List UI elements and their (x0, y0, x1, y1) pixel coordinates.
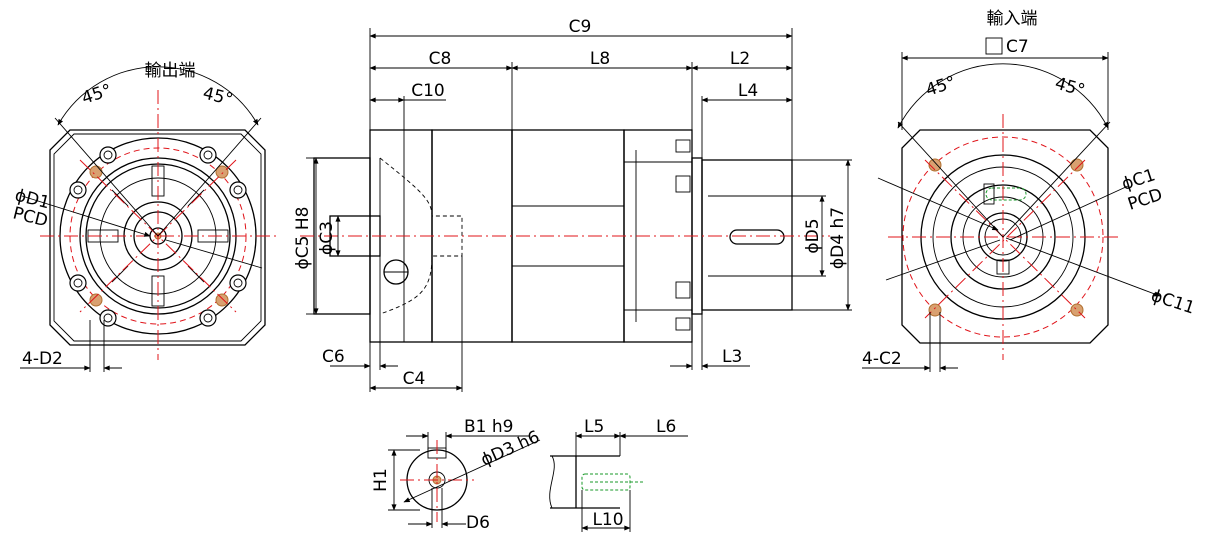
angle-label-left-input: 45° (923, 72, 958, 100)
d5-label: ϕD5 (803, 218, 823, 253)
angle-label-left: 45° (79, 80, 114, 108)
h1-label: H1 (371, 468, 391, 492)
c8-label: C8 (429, 49, 452, 69)
c9-label: C9 (569, 17, 592, 37)
c10-label: C10 (411, 81, 445, 101)
l4-label: L4 (738, 81, 758, 101)
c4-label: C4 (403, 369, 426, 389)
input-end-view: 輸入端 C7 45° 45° ϕC1 PCD ϕC11 4-C2 (862, 9, 1197, 372)
side-view: C9 C8 L8 L2 C10 L4 ϕC5 H8 ϕC3 ϕD5 ϕD4 h7… (293, 17, 852, 392)
c3-label: ϕC3 (317, 221, 337, 255)
c6-label: C6 (322, 347, 345, 367)
shaft-detail-view: B1 h9 ϕD3 h6 H1 D6 L5 L6 L10 (371, 417, 688, 533)
b1-h9-label: B1 h9 (464, 417, 513, 437)
bolt-hole (69, 146, 247, 327)
output-end-label: 輸出端 (145, 61, 196, 81)
d4-h7-label: ϕD4 h7 (828, 207, 848, 269)
d6-label: D6 (466, 513, 490, 533)
l8-label: L8 (590, 49, 610, 69)
l5-label: L5 (584, 417, 604, 437)
four-d2-label: 4-D2 (22, 349, 63, 369)
l3-label: L3 (722, 347, 742, 367)
l6-label: L6 (656, 417, 676, 437)
c7-label: C7 (1006, 37, 1029, 57)
input-end-label: 輸入端 (987, 9, 1038, 29)
c11-label: ϕC11 (1148, 286, 1197, 319)
l10-label: L10 (592, 510, 623, 530)
four-c2-label: 4-C2 (862, 349, 902, 369)
c5-h8-label: ϕC5 H8 (293, 207, 313, 270)
l2-label: L2 (730, 49, 750, 69)
angle-label-right: 45° (201, 83, 235, 110)
output-end-view: 輸出端 45° 45° ϕD1 PCD 4-D2 (11, 61, 278, 372)
angle-label-right-input: 45° (1053, 74, 1087, 102)
